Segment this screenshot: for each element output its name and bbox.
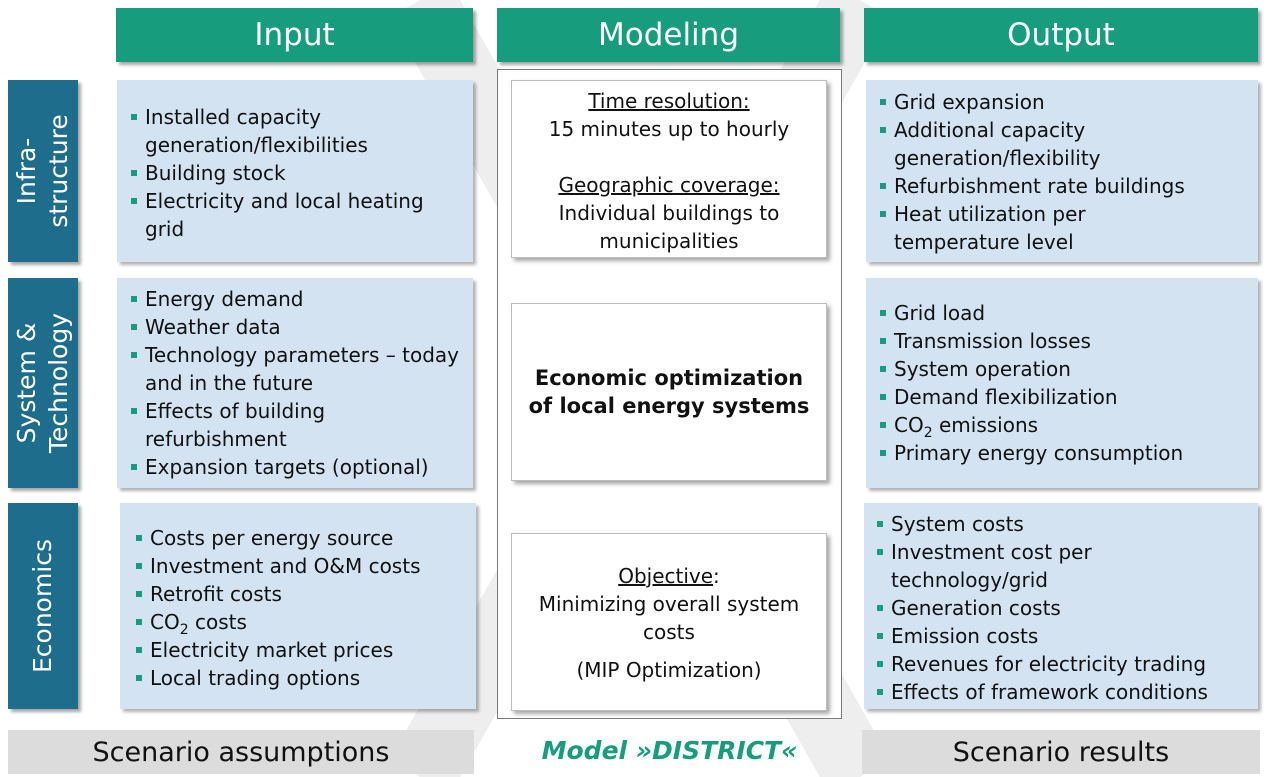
input-infrastructure-panel: Installed capacity generation/flexibilit… <box>117 80 473 262</box>
list-item: CO2 costs <box>134 608 468 638</box>
objective-card: Objective: Minimizing overall system cos… <box>511 533 827 711</box>
row-label-infrastructure: Infra- structure <box>8 80 78 262</box>
geographic-coverage-label: Geographic coverage: <box>558 173 780 197</box>
input-economics-list: Costs per energy source Investment and O… <box>134 524 468 692</box>
model-name: Model »DISTRICT« <box>541 736 798 765</box>
row-label-system-technology: System & Technology <box>8 278 78 488</box>
output-infrastructure-list: Grid expansion Additional capacity gener… <box>878 88 1250 256</box>
mip-label: (MIP Optimization) <box>576 658 762 682</box>
output-economics-panel: System costs Investment cost per technol… <box>864 503 1258 709</box>
input-system-technology-list: Energy demand Weather data Technology pa… <box>129 285 465 481</box>
row-infra-line2: structure <box>44 114 73 228</box>
list-item: Building stock <box>129 159 465 187</box>
list-item: Generation costs <box>875 594 1252 622</box>
modeling-header: Modeling <box>497 8 840 62</box>
co2-suffix: emissions <box>932 413 1039 437</box>
objective-heading: Objective: <box>512 562 826 590</box>
list-item: Electricity and local heating grid <box>129 187 465 243</box>
input-infrastructure-list: Installed capacity generation/flexibilit… <box>129 103 465 243</box>
scenario-results-label: Scenario results <box>952 736 1170 768</box>
list-item: System operation <box>878 355 1250 383</box>
list-item: Investment cost per technology/grid <box>875 538 1252 594</box>
output-system-technology-list: Grid load Transmission losses System ope… <box>878 299 1250 467</box>
co2-suffix: costs <box>188 610 247 634</box>
list-item: Costs per energy source <box>134 524 468 552</box>
list-item: Installed capacity generation/flexibilit… <box>129 103 465 159</box>
list-item: Local trading options <box>134 664 468 692</box>
list-item: Additional capacity generation/flexibili… <box>878 116 1250 172</box>
row-label-infrastructure-text: Infra- structure <box>11 114 75 227</box>
output-header-label: Output <box>1007 17 1115 53</box>
output-system-technology-panel: Grid load Transmission losses System ope… <box>866 278 1258 488</box>
optimization-line1: Economic optimization <box>534 366 804 390</box>
row-sys-line1: System & <box>12 322 41 444</box>
co2-prefix: CO <box>894 413 924 437</box>
list-item: Refurbishment rate buildings <box>878 172 1250 200</box>
list-item: Weather data <box>129 313 465 341</box>
co2-subscript: 2 <box>923 425 933 441</box>
list-item: Revenues for electricity trading <box>875 650 1252 678</box>
list-item: Grid load <box>878 299 1250 327</box>
list-item: Grid expansion <box>878 88 1250 116</box>
input-header-label: Input <box>254 17 335 53</box>
input-economics-panel: Costs per energy source Investment and O… <box>120 503 476 709</box>
list-item: CO2 emissions <box>878 411 1250 441</box>
scenario-results-bar: Scenario results <box>862 730 1260 774</box>
optimization-line2: of local energy systems <box>528 394 810 418</box>
list-item: Technology parameters – today and in the… <box>129 341 465 397</box>
resolution-card: Time resolution: 15 minutes up to hourly… <box>511 80 827 258</box>
scenario-assumptions-label: Scenario assumptions <box>92 736 390 768</box>
output-economics-list: System costs Investment cost per technol… <box>875 510 1252 706</box>
input-header: Input <box>116 8 473 62</box>
row-label-economics-text: Economics <box>28 538 57 674</box>
time-resolution-label: Time resolution: <box>588 89 750 113</box>
list-item: Effects of building refurbishment <box>129 397 465 453</box>
list-item: System costs <box>875 510 1252 538</box>
list-item: Primary energy consumption <box>878 439 1250 467</box>
list-item: Transmission losses <box>878 327 1250 355</box>
row-infra-line1: Infra- <box>12 137 41 205</box>
list-item: Investment and O&M costs <box>134 552 468 580</box>
list-item: Energy demand <box>129 285 465 313</box>
scenario-assumptions-bar: Scenario assumptions <box>8 730 474 774</box>
row-label-system-technology-text: System & Technology <box>11 313 75 453</box>
row-sys-line2: Technology <box>44 312 73 454</box>
time-resolution-value: 15 minutes up to hourly <box>548 117 790 141</box>
objective-colon: : <box>713 564 720 588</box>
list-item: Emission costs <box>875 622 1252 650</box>
list-item: Electricity market prices <box>134 636 468 664</box>
geographic-coverage-value: Individual buildings to municipalities <box>558 201 780 253</box>
input-system-technology-panel: Energy demand Weather data Technology pa… <box>117 278 473 488</box>
list-item: Demand flexibilization <box>878 383 1250 411</box>
list-item: Retrofit costs <box>134 580 468 608</box>
co2-subscript: 2 <box>179 622 189 638</box>
optimization-card: Economic optimization of local energy sy… <box>511 303 827 481</box>
modeling-header-label: Modeling <box>597 17 739 53</box>
co2-prefix: CO <box>150 610 180 634</box>
output-header: Output <box>864 8 1258 62</box>
objective-label: Objective <box>618 564 714 588</box>
list-item: Expansion targets (optional) <box>129 453 465 481</box>
list-item: Heat utilization per temperature level <box>878 200 1250 256</box>
output-infrastructure-panel: Grid expansion Additional capacity gener… <box>866 80 1258 262</box>
list-item: Effects of framework conditions <box>875 678 1252 706</box>
row-label-economics: Economics <box>8 503 78 709</box>
objective-value: Minimizing overall system costs <box>538 592 800 644</box>
